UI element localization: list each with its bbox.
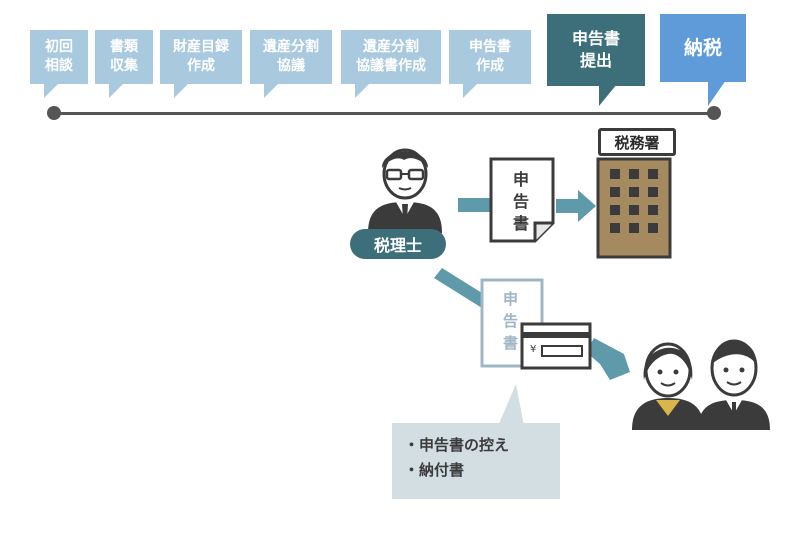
step-document-collection: 書類 収集	[95, 30, 153, 98]
copy-char-3: 書	[503, 334, 518, 352]
timeline-end-dot	[707, 106, 721, 120]
step-return-filing: 申告書 提出	[547, 14, 645, 106]
tax-office-building-icon	[596, 157, 672, 259]
step-return-preparation: 申告書 作成	[449, 30, 531, 98]
copy-char-2: 告	[503, 312, 518, 330]
arrow-to-document	[458, 198, 498, 212]
timeline-start-dot	[47, 106, 61, 120]
step-estate-division: 遺産分割 協議	[250, 30, 332, 98]
doc-char-3: 書	[513, 214, 529, 233]
tax-accountant-icon	[368, 148, 442, 233]
arrow-to-tax-office	[556, 190, 596, 222]
tax-return-document-icon: 申 告 書	[489, 157, 555, 243]
step-initial-consultation: 初回 相談	[30, 30, 88, 98]
step-division-agreement: 遺産分割 協議書作成	[341, 30, 441, 98]
heirs-icon	[632, 339, 770, 430]
step-tax-payment: 納税	[660, 14, 746, 106]
bubble-tail	[498, 384, 524, 426]
tax-accountant-label: 税理士	[350, 229, 446, 259]
arrow-to-clients	[434, 268, 630, 380]
doc-char-2: 告	[513, 192, 529, 211]
doc-char-1: 申	[513, 170, 529, 189]
timeline-line	[54, 112, 714, 115]
tax-office-sign: 税務署	[598, 128, 676, 156]
payment-slip-icon: ¥	[520, 322, 592, 370]
documents-bubble: ・申告書の控え ・納付書	[392, 423, 560, 499]
copy-char-1: 申	[503, 290, 518, 308]
step-asset-inventory: 財産目録 作成	[160, 30, 242, 98]
yen-symbol: ¥	[530, 344, 536, 355]
bubble-item-payment-slip: ・納付書	[404, 461, 465, 479]
bubble-item-return-copy: ・申告書の控え	[404, 436, 510, 454]
